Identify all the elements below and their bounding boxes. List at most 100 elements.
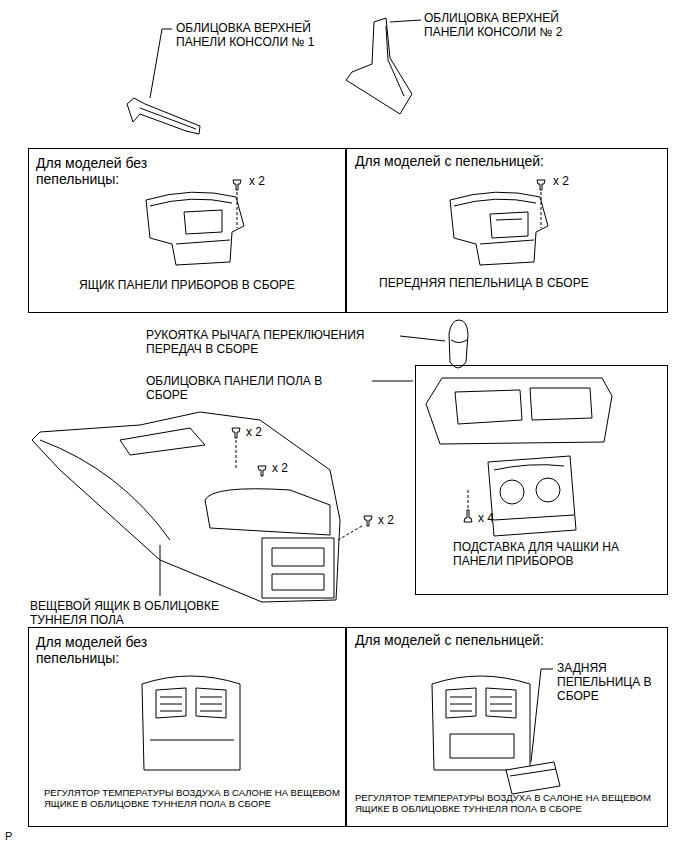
screw <box>258 466 266 476</box>
screw <box>464 488 472 522</box>
shift-knob <box>449 320 468 368</box>
console-trim-1 <box>127 98 200 134</box>
screw <box>537 180 545 228</box>
air-regulator <box>450 734 514 758</box>
detail-panel: x 4 ПОДСТАВКА ДЛЯ ЧАШКИ НА ПАНЕЛИ ПРИБОРО… <box>415 365 668 595</box>
screw <box>236 440 237 470</box>
shift-knob <box>449 320 468 368</box>
console-box <box>32 412 340 602</box>
console-box <box>40 440 170 540</box>
front-ashtray <box>450 192 548 265</box>
floor-panel <box>530 388 592 420</box>
floor-panel <box>426 378 612 444</box>
cup-holder <box>488 456 576 536</box>
console-box <box>205 489 330 535</box>
air-regulator <box>432 676 530 770</box>
panel-heading: Для моделей с пепельницей: <box>355 153 655 169</box>
console-box <box>272 548 324 566</box>
front-ashtray <box>490 212 528 238</box>
front-ashtray <box>480 240 534 244</box>
air-regulator <box>150 740 234 741</box>
console-box <box>262 538 334 598</box>
air-regulator <box>450 697 512 711</box>
cup-holder <box>494 465 564 470</box>
page-mark: P <box>5 830 25 843</box>
screw <box>258 466 266 476</box>
screw <box>537 180 545 190</box>
fastener-count: x 2 <box>378 514 418 528</box>
leader-line <box>372 381 413 382</box>
variant-panel: Для моделей без пепельницы:x 2ЯЩИК ПАНЕЛ… <box>28 148 346 313</box>
variant-panel: Для моделей без пепельницы: РЕГУЛЯТОР ТЕМ… <box>28 627 346 827</box>
floor-panel <box>426 378 612 444</box>
air-regulator <box>156 688 186 718</box>
fastener-count: x 2 <box>249 175 289 189</box>
screw <box>232 428 240 438</box>
console-trim-2 <box>386 26 404 96</box>
air-regulator <box>432 676 530 770</box>
air-regulator <box>142 676 240 770</box>
instrument-box <box>176 240 230 244</box>
screw <box>364 516 372 526</box>
fastener-count: x 2 <box>553 175 593 189</box>
part-name: ВЕЩЕВОЙ ЯЩИК В ОБЛИЦОВКЕ ТУННЕЛЯ ПОЛА <box>30 600 235 628</box>
leader-line <box>390 20 421 22</box>
console-box <box>272 574 324 590</box>
screw <box>232 428 240 470</box>
console-box <box>32 412 340 602</box>
air-regulator <box>446 688 476 718</box>
screw <box>233 180 241 190</box>
variant-panel: Для моделей с пепельницей: x 2 ПЕРЕДНЯЯ ПЕ… <box>346 148 668 313</box>
air-regulator <box>142 676 240 770</box>
floor-panel <box>455 390 522 424</box>
leader-line <box>150 29 172 98</box>
air-regulator <box>196 688 226 718</box>
panel-heading: Для моделей без пепельницы: <box>36 634 148 666</box>
part-name: РЕГУЛЯТОР ТЕМПЕРАТУРЫ ВОЗДУХА В САЛОНЕ Н… <box>355 793 661 815</box>
variant-panel: Для моделей с пепельницей: ЗАДНЯЯ ПЕПЕЛЬН… <box>346 627 668 827</box>
rear-ashtray <box>510 769 556 776</box>
instrument-box <box>146 192 244 265</box>
cup-holder <box>500 480 524 504</box>
instrument-box <box>146 192 244 265</box>
instrument-box <box>150 199 232 206</box>
screw <box>464 510 472 522</box>
front-ashtray <box>450 192 548 265</box>
air-regulator <box>160 697 222 711</box>
front-ashtray <box>496 219 522 220</box>
part-name: ОБЛИЦОВКА ПАНЕЛИ ПОЛА В СБОРЕ <box>146 375 346 403</box>
console-trim-2 <box>346 18 412 114</box>
part-name: РЕГУЛЯТОР ТЕМПЕРАТУРЫ ВОЗДУХА В САЛОНЕ Н… <box>44 788 340 810</box>
air-regulator <box>486 688 516 718</box>
panel-heading: Для моделей без пепельницы: <box>36 155 148 187</box>
screw <box>338 516 372 540</box>
console-trim-1 <box>140 108 196 129</box>
part-name: ОБЛИЦОВКА ВЕРХНЕЙ ПАНЕЛИ КОНСОЛИ № 2 <box>424 12 576 40</box>
leader-line <box>400 336 445 341</box>
console-trim-1 <box>127 98 200 134</box>
cup-holder <box>494 515 574 520</box>
screw <box>468 488 469 508</box>
shift-knob <box>451 340 467 343</box>
panel-heading: Для моделей с пепельницей: <box>355 632 655 648</box>
instrument-box <box>184 210 222 234</box>
screw <box>541 192 542 228</box>
leader-line <box>531 669 553 762</box>
part-name: РУКОЯТКА РЫЧАГА ПЕРЕКЛЮЧЕНИЯ ПЕРЕДАЧ В С… <box>146 329 396 357</box>
screw <box>338 526 362 540</box>
part-name: ПОДСТАВКА ДЛЯ ЧАШКИ НА ПАНЕЛИ ПРИБОРОВ <box>453 541 663 569</box>
fastener-count: x 2 <box>246 426 286 440</box>
cup-holder <box>488 456 576 536</box>
front-ashtray <box>454 199 536 206</box>
fastener-count: x 4 <box>478 512 518 526</box>
fastener-count: x 2 <box>272 462 312 476</box>
screw <box>233 180 241 228</box>
cup-holder <box>536 478 560 502</box>
screw <box>237 192 238 228</box>
part-name: ПЕРЕДНЯЯ ПЕПЕЛЬНИЦА В СБОРЕ <box>379 277 661 291</box>
part-name: ЗАДНЯЯ ПЕПЕЛЬНИЦА В СБОРЕ <box>557 662 661 703</box>
leader-line <box>160 545 161 596</box>
